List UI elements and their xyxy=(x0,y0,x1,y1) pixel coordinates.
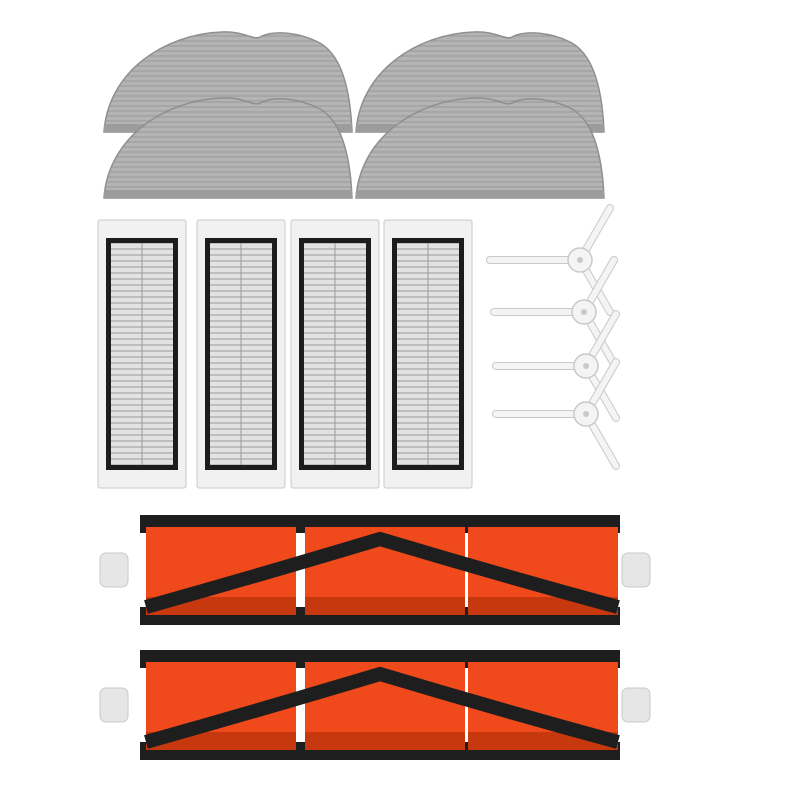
main-roller-brush xyxy=(99,515,651,625)
hepa-filters xyxy=(97,219,473,489)
main-roller-brushes xyxy=(99,515,651,760)
mop-pads xyxy=(103,31,605,199)
hepa-filter xyxy=(97,219,187,489)
hepa-filter xyxy=(196,219,286,489)
side-brush xyxy=(492,358,620,470)
mop-pad xyxy=(355,97,605,199)
roller-core-shadow xyxy=(305,732,465,750)
side-brush-screw xyxy=(581,309,587,315)
roller-end-cap xyxy=(99,687,129,723)
side-brush-screw xyxy=(577,257,583,263)
main-roller-brush xyxy=(99,650,651,760)
roller-end-cap xyxy=(99,552,129,588)
roller-end-cap xyxy=(621,687,651,723)
side-brushes xyxy=(486,204,620,470)
roller-end-cap xyxy=(621,552,651,588)
roller-bristle-sweep xyxy=(144,531,620,614)
roller-bristle-sweep xyxy=(144,666,620,749)
hepa-filter xyxy=(290,219,380,489)
hepa-filter xyxy=(383,219,473,489)
roller-core-shadow xyxy=(305,597,465,615)
mop-pad xyxy=(103,97,353,199)
side-brush-screw xyxy=(583,411,589,417)
side-brush-screw xyxy=(583,363,589,369)
